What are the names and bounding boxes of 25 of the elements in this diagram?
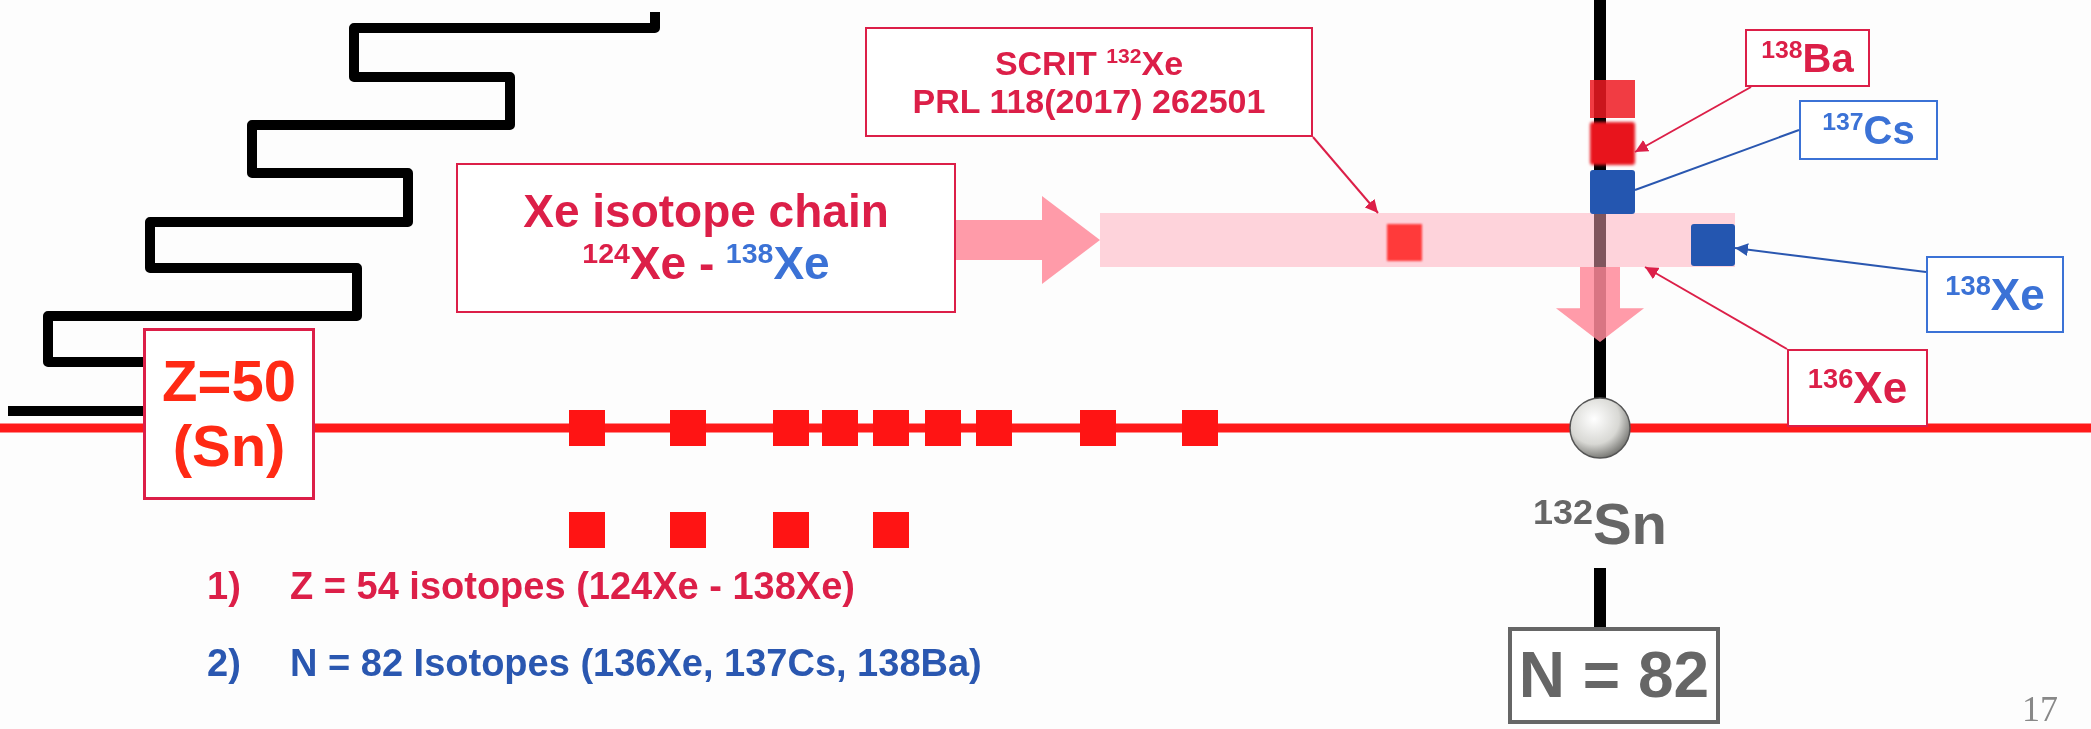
isotope-square xyxy=(1590,122,1635,165)
nuclide-label: $^{132}$Sn xyxy=(1532,492,1668,556)
leader-arrow xyxy=(1312,136,1379,214)
isotope-label-box: $^{137}$Cs xyxy=(1799,100,1938,160)
isotope-chain-band xyxy=(1100,213,1735,267)
magic-number-box: Z=50 (Sn) xyxy=(143,328,315,500)
leader-arrow xyxy=(1644,266,1788,350)
isotope-square xyxy=(1590,170,1635,214)
list-item-text: Z = 54 isotopes (124Xe - 138Xe) xyxy=(290,566,855,608)
list-number: 2) xyxy=(207,643,241,685)
list-number: 1) xyxy=(207,566,241,608)
isotope-label-box: $^{138}$Ba xyxy=(1745,29,1870,87)
isotope-label-box: $^{138}$Xe xyxy=(1926,256,2064,333)
chain-title-box: Xe isotope chain $^{124}$Xe - $^{138}$Xe xyxy=(456,163,956,313)
block-arrow xyxy=(956,196,1100,284)
isotope-label-box: $^{136}$Xe xyxy=(1787,349,1928,427)
page-number: 17 xyxy=(2022,690,2058,729)
block-arrow xyxy=(1556,267,1644,342)
leader-arrow xyxy=(1734,243,1927,273)
isotope-square xyxy=(1691,224,1735,266)
leader-arrow xyxy=(1634,86,1752,153)
leader-line xyxy=(1634,129,1800,191)
list-item-text: N = 82 Isotopes (136Xe, 137Cs, 138Ba) xyxy=(290,643,982,685)
magic-number-box: N = 82 xyxy=(1508,627,1720,724)
reference-box: SCRIT $^{132}$Xe PRL 118(2017) 262501 xyxy=(865,27,1313,137)
